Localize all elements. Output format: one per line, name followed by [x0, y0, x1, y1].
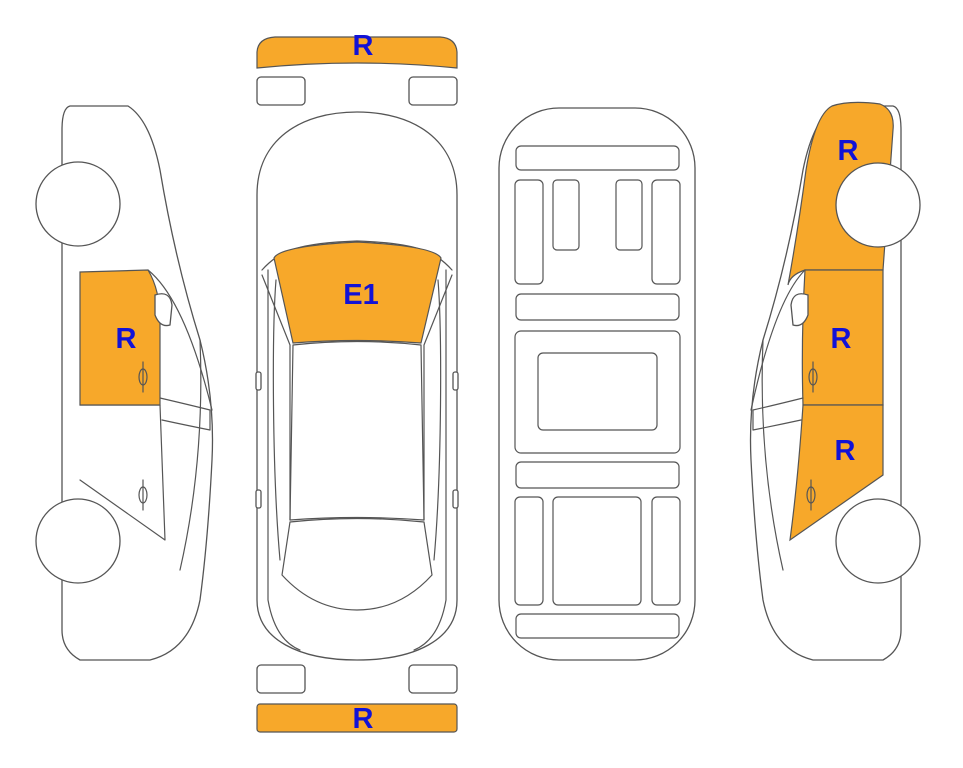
windshield-zone[interactable]: E1: [273, 241, 442, 344]
right-roof-line: [761, 339, 784, 571]
underside-front-right-inner: [615, 179, 643, 251]
left-door-line: [272, 279, 281, 561]
underside-center-panel: [537, 352, 658, 431]
rear-window: [281, 517, 433, 611]
right-mirror: [452, 371, 459, 391]
right-front-handle: [808, 361, 818, 393]
underside-center-frame: [514, 330, 681, 454]
left-front-door-zone[interactable]: R: [79, 269, 161, 406]
underside-crossmember-1: [515, 293, 680, 321]
left-a-pillar: [261, 274, 291, 521]
rear-bumper-zone[interactable]: R: [256, 703, 458, 735]
right-a-pillar: [423, 274, 453, 521]
windshield-damage: [273, 241, 442, 344]
left-rear-handle: [255, 489, 262, 509]
right-rear-door-damage: [789, 404, 884, 542]
rear-bumper-damage: [256, 703, 458, 733]
right-rear-door-zone[interactable]: R: [789, 404, 884, 542]
left-mirror-side: [154, 293, 173, 327]
right-door-line: [433, 279, 442, 561]
left-side-view: R: [35, 105, 214, 661]
rear-bumper-label: R: [353, 703, 374, 735]
left-rear-handle-side: [138, 479, 148, 511]
underside-front-right-rail: [651, 179, 681, 285]
underside-front-bar: [515, 145, 680, 171]
right-side-line: [413, 269, 447, 651]
left-rear-wheel: [35, 498, 121, 584]
left-front-door-label: R: [116, 323, 137, 355]
rear-right-light: [408, 664, 458, 694]
right-front-wheel: [835, 162, 921, 248]
top-view-body: [256, 111, 458, 661]
left-front-handle: [138, 361, 148, 393]
underside-front-left-rail: [514, 179, 544, 285]
underside-front-left-inner: [552, 179, 580, 251]
roof-outline: [289, 340, 425, 521]
rear-left-light: [256, 664, 306, 694]
right-rear-door-label: R: [835, 435, 856, 467]
front-left-light: [256, 76, 306, 106]
underside-rear-bar: [515, 613, 680, 639]
left-window-line: [159, 397, 211, 431]
left-windshield-line: [147, 269, 213, 411]
windshield-label: E1: [343, 279, 378, 311]
front-bumper-label: R: [353, 30, 374, 62]
front-bumper-zone[interactable]: R: [256, 30, 458, 69]
right-rear-handle: [452, 489, 459, 509]
front-bumper-damage: [256, 36, 458, 69]
right-window-line: [752, 397, 804, 431]
right-front-door-label: R: [831, 323, 852, 355]
left-front-wheel: [35, 161, 121, 247]
underside-body: [498, 107, 696, 661]
right-side-view: R R R: [749, 101, 921, 661]
right-rear-wheel: [835, 498, 921, 584]
underside-crossmember-2: [515, 461, 680, 489]
underside-rear-center: [552, 496, 642, 606]
underside-view: [498, 107, 696, 661]
front-right-light: [408, 76, 458, 106]
right-windshield-line: [750, 269, 806, 411]
left-roof-line: [179, 339, 202, 571]
right-front-fender-label: R: [838, 135, 859, 167]
right-mirror-side: [790, 293, 809, 327]
underside-rear-right-rail: [651, 496, 681, 606]
right-rear-handle-side: [806, 479, 816, 511]
left-side-line: [267, 269, 301, 651]
underside-rear-left-rail: [514, 496, 544, 606]
left-mirror: [255, 371, 262, 391]
top-view: E1: [255, 111, 459, 661]
